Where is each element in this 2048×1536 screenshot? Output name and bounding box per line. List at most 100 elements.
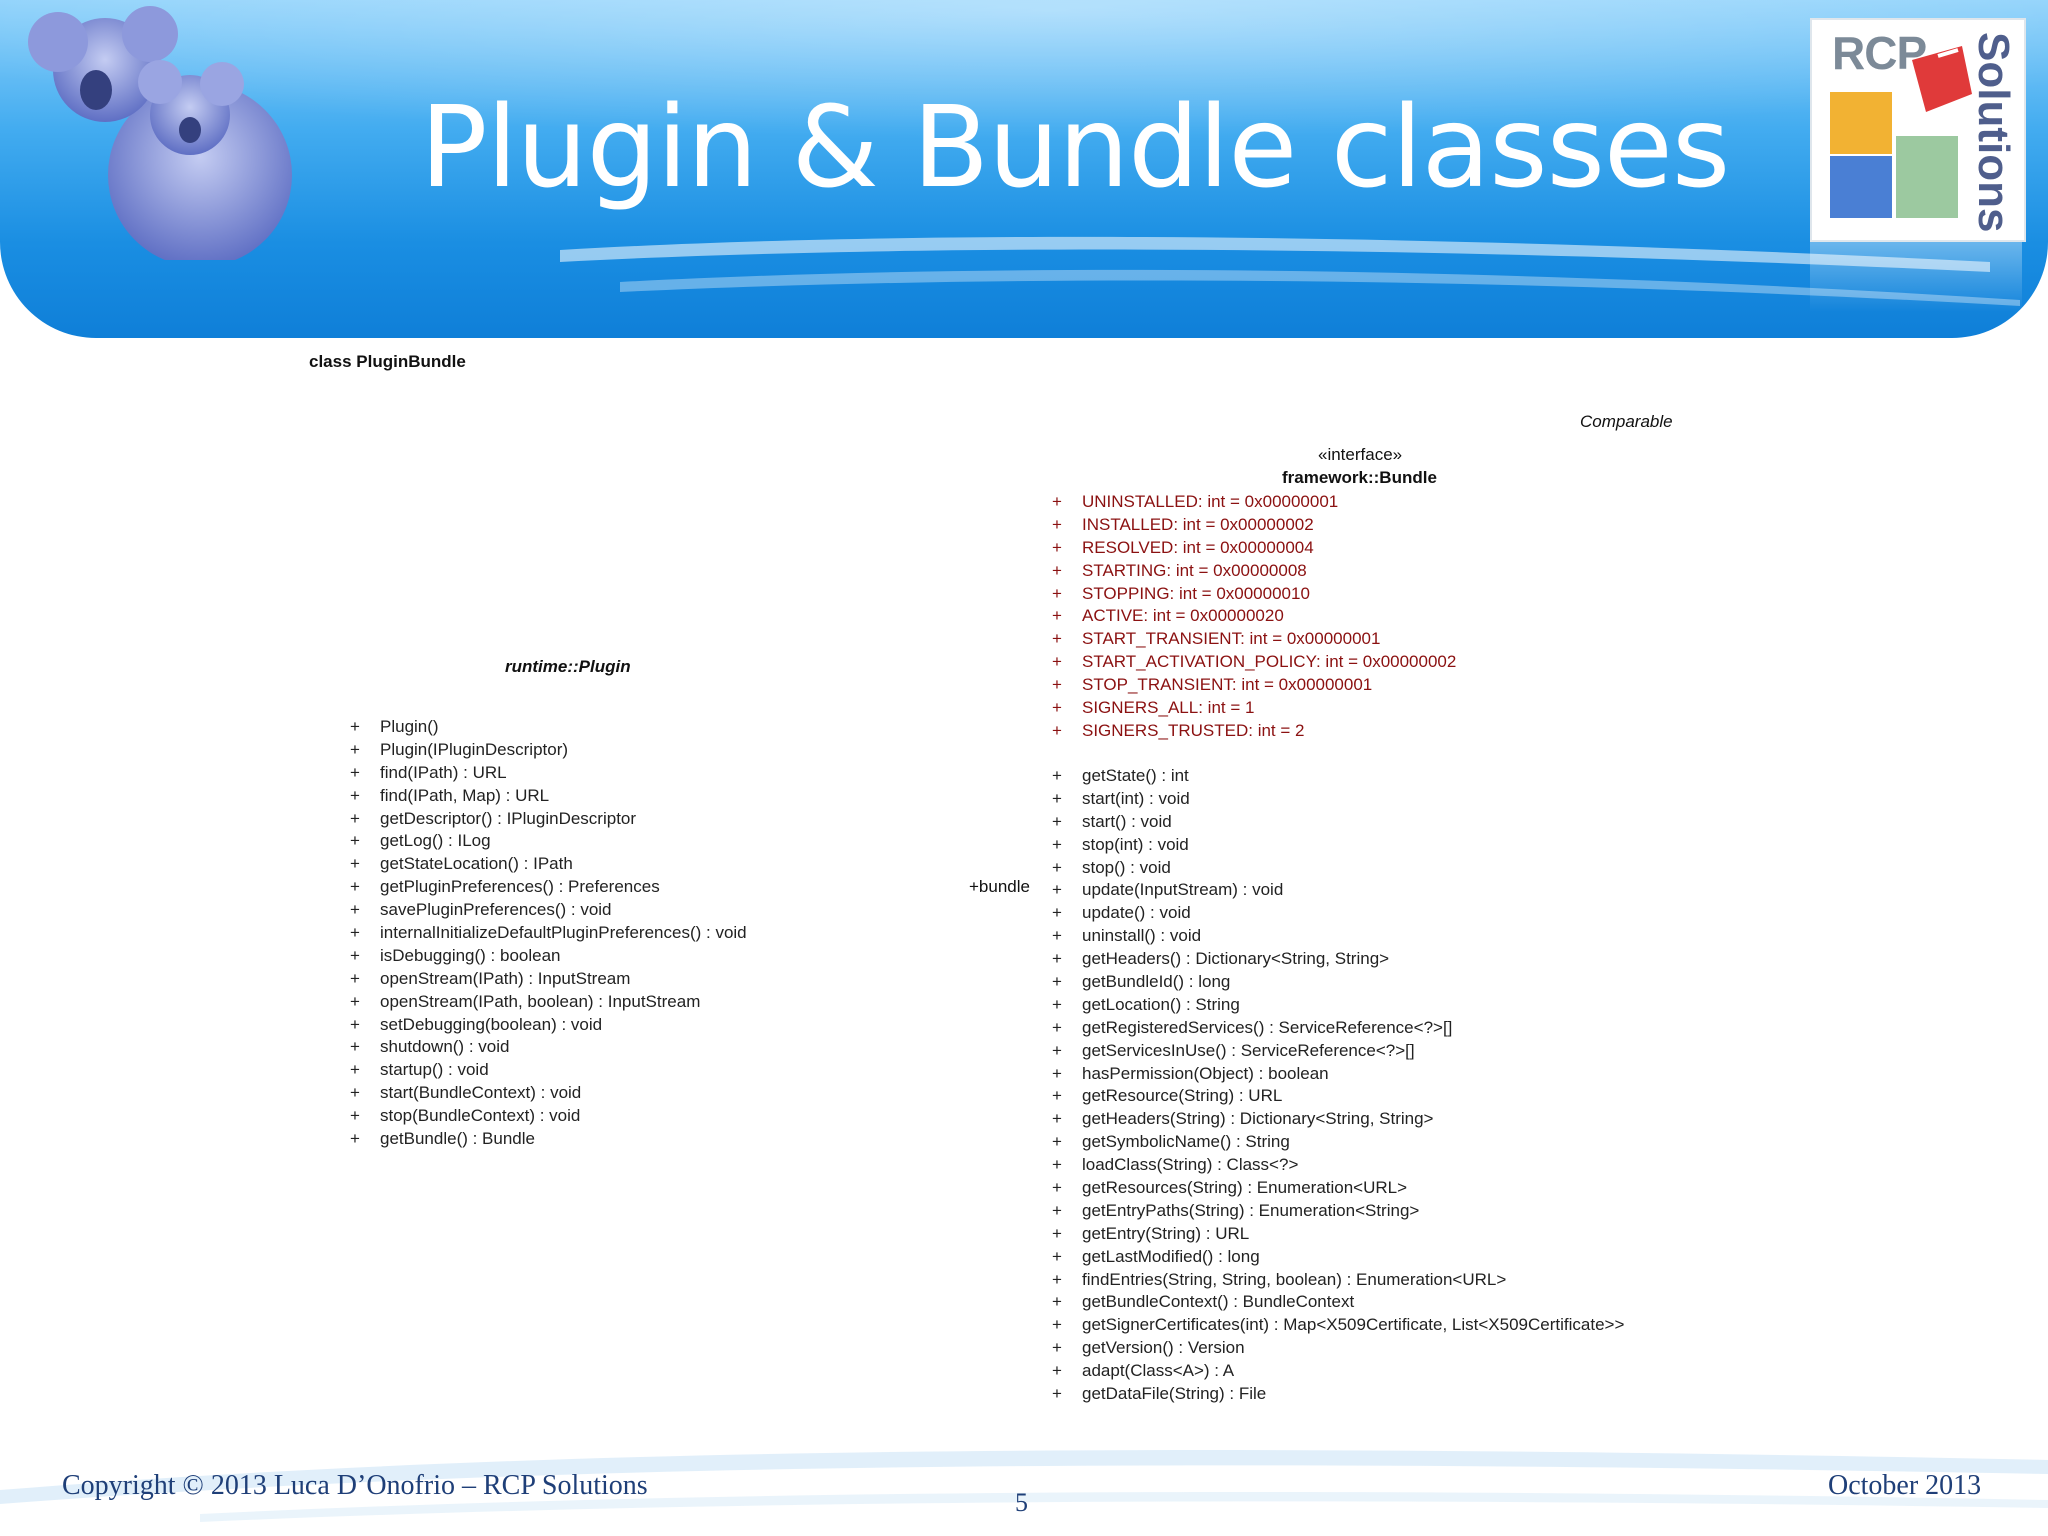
member-signature: setDebugging(boolean) : void — [380, 1014, 603, 1034]
member-signature: uninstall() : void — [1082, 926, 1202, 946]
member-signature: getLastModified() : long — [1082, 1246, 1260, 1266]
member-signature: start() : void — [1082, 811, 1172, 831]
member-signature: findEntries(String, String, boolean) : E… — [1082, 1269, 1507, 1289]
visibility-marker: + — [1052, 834, 1062, 854]
member-signature: getEntryPaths(String) : Enumeration<Stri… — [1082, 1200, 1420, 1220]
member-signature: getBundleContext() : BundleContext — [1082, 1292, 1355, 1312]
member-signature: openStream(IPath, boolean) : InputStream — [380, 991, 701, 1011]
visibility-marker: + — [1052, 788, 1062, 808]
member-signature: getServicesInUse() : ServiceReference<?>… — [1082, 1040, 1415, 1060]
member-signature: getSignerCertificates(int) : Map<X509Cer… — [1082, 1315, 1625, 1335]
member-signature: stop(int) : void — [1082, 834, 1189, 854]
visibility-marker: + — [1052, 698, 1062, 718]
visibility-marker: + — [1052, 720, 1062, 740]
member-signature: adapt(Class<A>) : A — [1082, 1361, 1235, 1381]
member-signature: STOPPING: int = 0x00000010 — [1082, 583, 1310, 603]
visibility-marker: + — [1052, 606, 1062, 626]
member-signature: update() : void — [1082, 903, 1191, 923]
plugin-class-name: runtime::Plugin — [505, 657, 631, 676]
member-signature: savePluginPreferences() : void — [380, 900, 612, 920]
bundle-stereotype: «interface» — [1318, 445, 1403, 464]
visibility-marker: + — [350, 1037, 360, 1057]
member-signature: getLocation() : String — [1082, 994, 1240, 1014]
visibility-marker: + — [1052, 1178, 1062, 1198]
member-signature: SIGNERS_TRUSTED: int = 2 — [1082, 720, 1305, 740]
visibility-marker: + — [1052, 1223, 1062, 1243]
footer-copyright: Copyright © 2013 Luca D’Onofrio – RCP So… — [62, 1470, 648, 1501]
member-signature: STARTING: int = 0x00000008 — [1082, 560, 1307, 580]
visibility-marker: + — [1052, 1200, 1062, 1220]
member-signature: STOP_TRANSIENT: int = 0x00000001 — [1082, 675, 1373, 695]
visibility-marker: + — [1052, 675, 1062, 695]
member-signature: startup() : void — [380, 1060, 489, 1080]
member-signature: find(IPath) : URL — [380, 762, 507, 782]
member-signature: Plugin() — [380, 717, 439, 736]
member-signature: hasPermission(Object) : boolean — [1082, 1063, 1329, 1083]
member-signature: getPluginPreferences() : Preferences — [380, 877, 660, 897]
visibility-marker: + — [1052, 857, 1062, 877]
visibility-marker: + — [350, 854, 360, 874]
member-signature: getDescriptor() : IPluginDescriptor — [380, 808, 637, 828]
member-signature: getRegisteredServices() : ServiceReferen… — [1082, 1017, 1453, 1037]
visibility-marker: + — [350, 968, 360, 988]
visibility-marker: + — [1052, 1086, 1062, 1106]
visibility-marker: + — [1052, 652, 1062, 672]
member-signature: UNINSTALLED: int = 0x00000001 — [1082, 492, 1339, 511]
member-signature: start(int) : void — [1082, 788, 1190, 808]
visibility-marker: + — [350, 1014, 360, 1034]
visibility-marker: + — [350, 1106, 360, 1126]
member-signature: find(IPath, Map) : URL — [380, 785, 550, 805]
member-signature: RESOLVED: int = 0x00000004 — [1082, 537, 1314, 557]
visibility-marker: + — [1052, 560, 1062, 580]
visibility-marker: + — [350, 1083, 360, 1103]
visibility-marker: + — [350, 762, 360, 782]
visibility-marker: + — [1052, 583, 1062, 603]
slide-title: Plugin & Bundle classes — [420, 83, 1730, 213]
member-signature: getResources(String) : Enumeration<URL> — [1082, 1178, 1408, 1198]
visibility-marker: + — [1052, 972, 1062, 992]
logo-reflection — [1810, 242, 2022, 312]
visibility-marker: + — [1052, 766, 1062, 785]
visibility-marker: + — [350, 1129, 360, 1149]
visibility-marker: + — [1052, 1338, 1062, 1358]
visibility-marker: + — [1052, 1155, 1062, 1175]
visibility-marker: + — [1052, 926, 1062, 946]
visibility-marker: + — [350, 739, 360, 759]
visibility-marker: + — [1052, 537, 1062, 557]
visibility-marker: + — [1052, 1132, 1062, 1152]
visibility-marker: + — [1052, 1384, 1062, 1404]
member-signature: getHeaders() : Dictionary<String, String… — [1082, 949, 1390, 969]
footer-date: October 2013 — [1828, 1470, 1982, 1501]
member-signature: INSTALLED: int = 0x00000002 — [1082, 514, 1314, 534]
visibility-marker: + — [1052, 994, 1062, 1014]
visibility-marker: + — [350, 945, 360, 965]
member-signature: isDebugging() : boolean — [380, 945, 561, 965]
member-signature: START_ACTIVATION_POLICY: int = 0x0000000… — [1082, 652, 1457, 672]
member-signature: getVersion() : Version — [1082, 1338, 1245, 1358]
member-signature: start(BundleContext) : void — [380, 1083, 582, 1103]
member-signature: update(InputStream) : void — [1082, 880, 1284, 900]
visibility-marker: + — [1052, 1361, 1062, 1381]
visibility-marker: + — [1052, 1315, 1062, 1335]
visibility-marker: + — [350, 991, 360, 1011]
visibility-marker: + — [1052, 1063, 1062, 1083]
member-signature: getEntry(String) : URL — [1082, 1223, 1250, 1243]
logo-rcp-text: RCP — [1832, 27, 1927, 79]
bundle-interface-name: framework::Bundle — [1282, 468, 1437, 487]
visibility-marker: + — [1052, 629, 1062, 649]
member-signature: internalInitializeDefaultPluginPreferenc… — [380, 923, 747, 943]
banner-swoosh — [560, 236, 2020, 306]
member-signature: getBundleId() : long — [1082, 972, 1231, 992]
visibility-marker: + — [1052, 1292, 1062, 1312]
visibility-marker: + — [1052, 492, 1062, 511]
koala-mascot-image — [28, 6, 292, 260]
visibility-marker: + — [1052, 880, 1062, 900]
member-signature: getState() : int — [1082, 766, 1189, 785]
member-signature: Plugin(IPluginDescriptor) — [380, 739, 569, 759]
visibility-marker: + — [1052, 903, 1062, 923]
visibility-marker: + — [350, 785, 360, 805]
visibility-marker: + — [1052, 1017, 1062, 1037]
visibility-marker: + — [350, 877, 360, 897]
visibility-marker: + — [1052, 514, 1062, 534]
visibility-marker: + — [350, 831, 360, 851]
